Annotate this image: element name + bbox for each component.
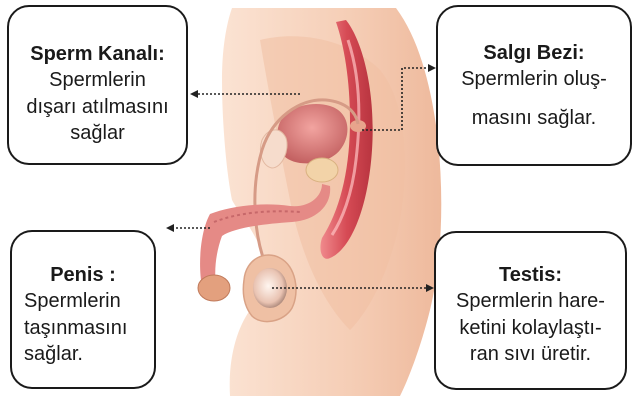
sperm-kanali-line-1: Spermlerin (9, 67, 186, 93)
glans (198, 275, 230, 301)
testis-line-1: Spermlerin hare- (436, 288, 625, 314)
penis-line-3: sağlar. (24, 341, 154, 367)
salgi-bezi-title: Salgı Bezi: (438, 40, 630, 66)
label-box-sperm-kanali: Sperm Kanalı: Spermlerin dışarı atılması… (7, 5, 188, 165)
testis-title: Testis: (436, 262, 625, 288)
salgi-bezi-line-2: masını sağlar. (438, 105, 630, 131)
label-box-penis: Penis : Spermlerin taşınmasını sağlar. (10, 230, 156, 389)
sperm-kanali-line-3: sağlar (9, 120, 186, 146)
prostate (306, 158, 338, 182)
arrowhead-penis (166, 224, 174, 232)
penis-line-2: taşınmasını (24, 315, 154, 341)
penis-line-1: Spermlerin (24, 288, 154, 314)
arrowhead-salgi-bezi (428, 64, 436, 72)
sperm-kanali-title: Sperm Kanalı: (9, 41, 186, 67)
penis-title: Penis : (12, 262, 154, 288)
salgi-bezi-line-1: Spermlerin oluş- (438, 66, 630, 92)
label-box-salgi-bezi: Salgı Bezi: Spermlerin oluş- masını sağl… (436, 5, 632, 166)
label-box-testis: Testis: Spermlerin hare- ketini kolaylaş… (434, 231, 627, 390)
testis-line-2: ketini kolaylaştı- (436, 315, 625, 341)
testis-line-3: ran sıvı üretir. (436, 341, 625, 367)
arrowhead-sperm-kanali (190, 90, 198, 98)
sperm-kanali-line-2: dışarı atılmasını (9, 94, 186, 120)
